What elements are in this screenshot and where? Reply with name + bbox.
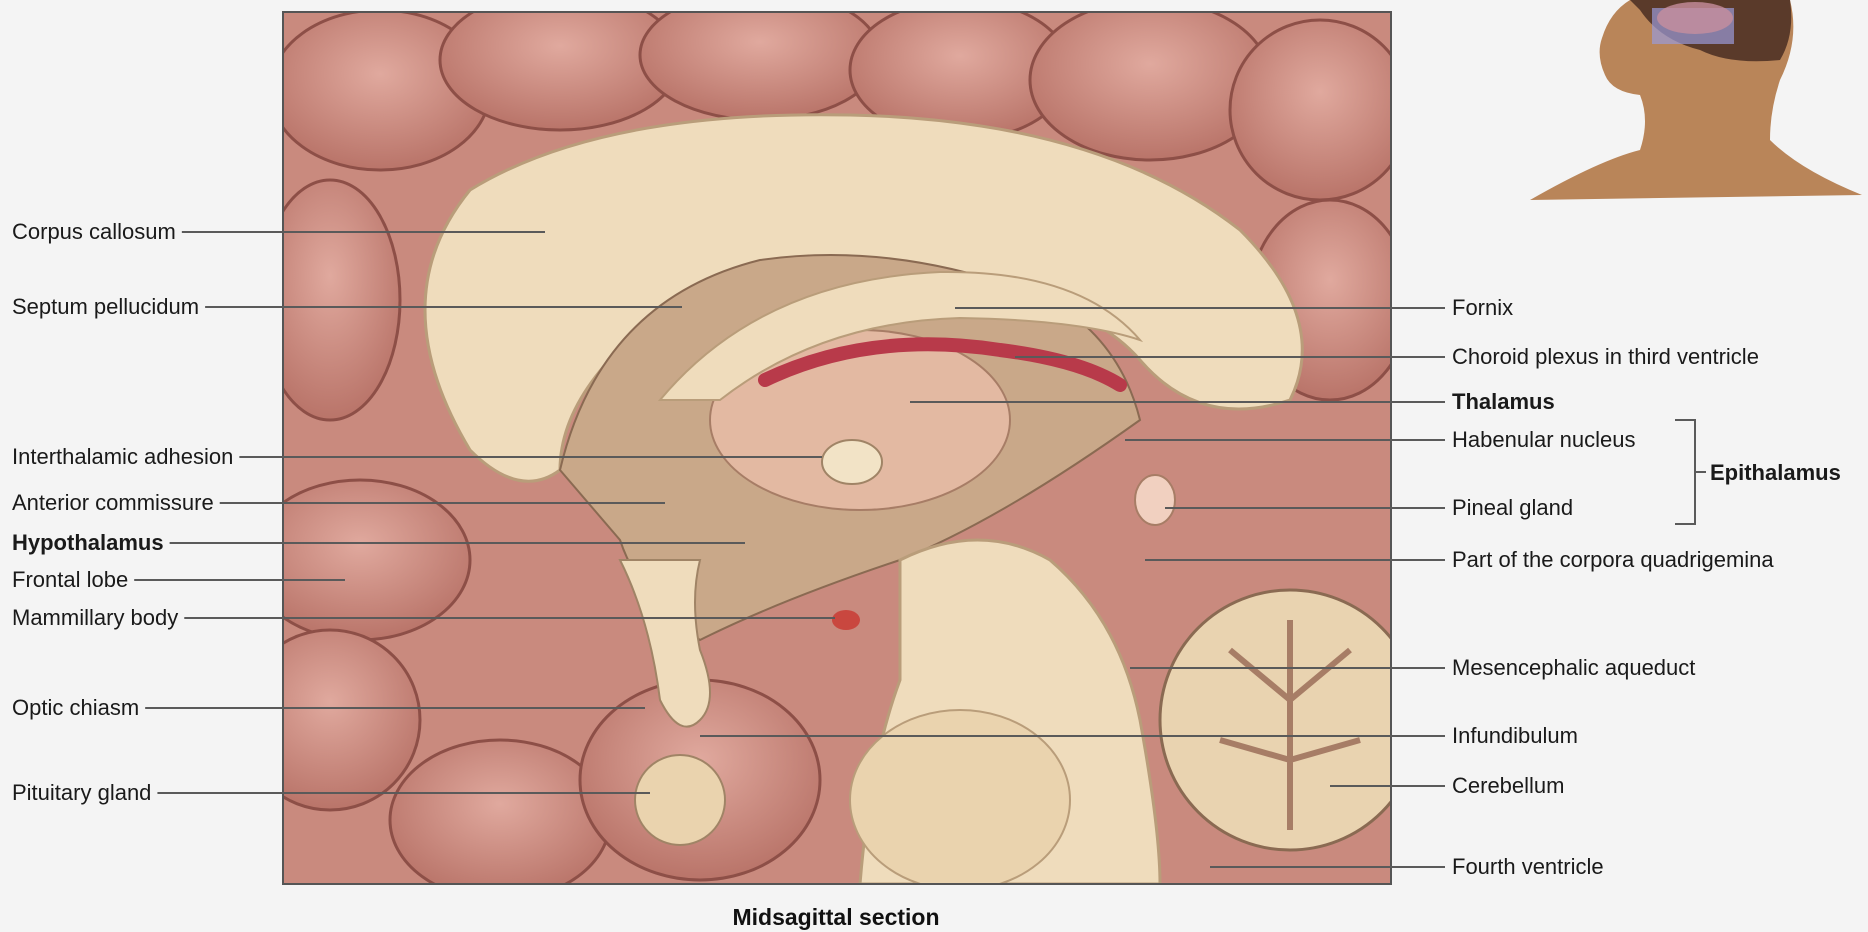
label-corpus-callosum: Corpus callosum — [12, 219, 176, 244]
head-profile-thumbnail — [1530, 0, 1862, 200]
epithalamus-bracket — [1675, 420, 1706, 524]
label-mammillary-body: Mammillary body — [12, 605, 178, 630]
epithalamus-label: Epithalamus — [1710, 460, 1841, 485]
label-infundibulum: Infundibulum — [1452, 723, 1578, 748]
label-habenular-nucleus: Habenular nucleus — [1452, 427, 1635, 452]
label-hypothalamus: Hypothalamus — [12, 530, 164, 555]
label-septum-pellucidum: Septum pellucidum — [12, 294, 199, 319]
cerebellum-shape — [1160, 590, 1420, 850]
label-interthalamic-adhesion: Interthalamic adhesion — [12, 444, 233, 469]
label-frontal-lobe: Frontal lobe — [12, 567, 128, 592]
label-mesencephalic-aqueduct: Mesencephalic aqueduct — [1452, 655, 1695, 680]
label-thalamus: Thalamus — [1452, 389, 1555, 414]
label-fourth-ventricle: Fourth ventricle — [1452, 854, 1604, 879]
brain-illustration — [240, 0, 1420, 900]
figure-caption: Midsagittal section — [732, 904, 939, 930]
label-pineal-gland: Pineal gland — [1452, 495, 1573, 520]
label-pituitary-gland: Pituitary gland — [12, 780, 151, 805]
label-fornix: Fornix — [1452, 295, 1513, 320]
label-cerebellum: Cerebellum — [1452, 773, 1565, 798]
label-optic-chiasm: Optic chiasm — [12, 695, 139, 720]
label-anterior-commissure: Anterior commissure — [12, 490, 214, 515]
label-choroid-plexus-in-third-ventricle: Choroid plexus in third ventricle — [1452, 344, 1759, 369]
label-part-of-the-corpora-quadrigemina: Part of the corpora quadrigemina — [1452, 547, 1774, 572]
